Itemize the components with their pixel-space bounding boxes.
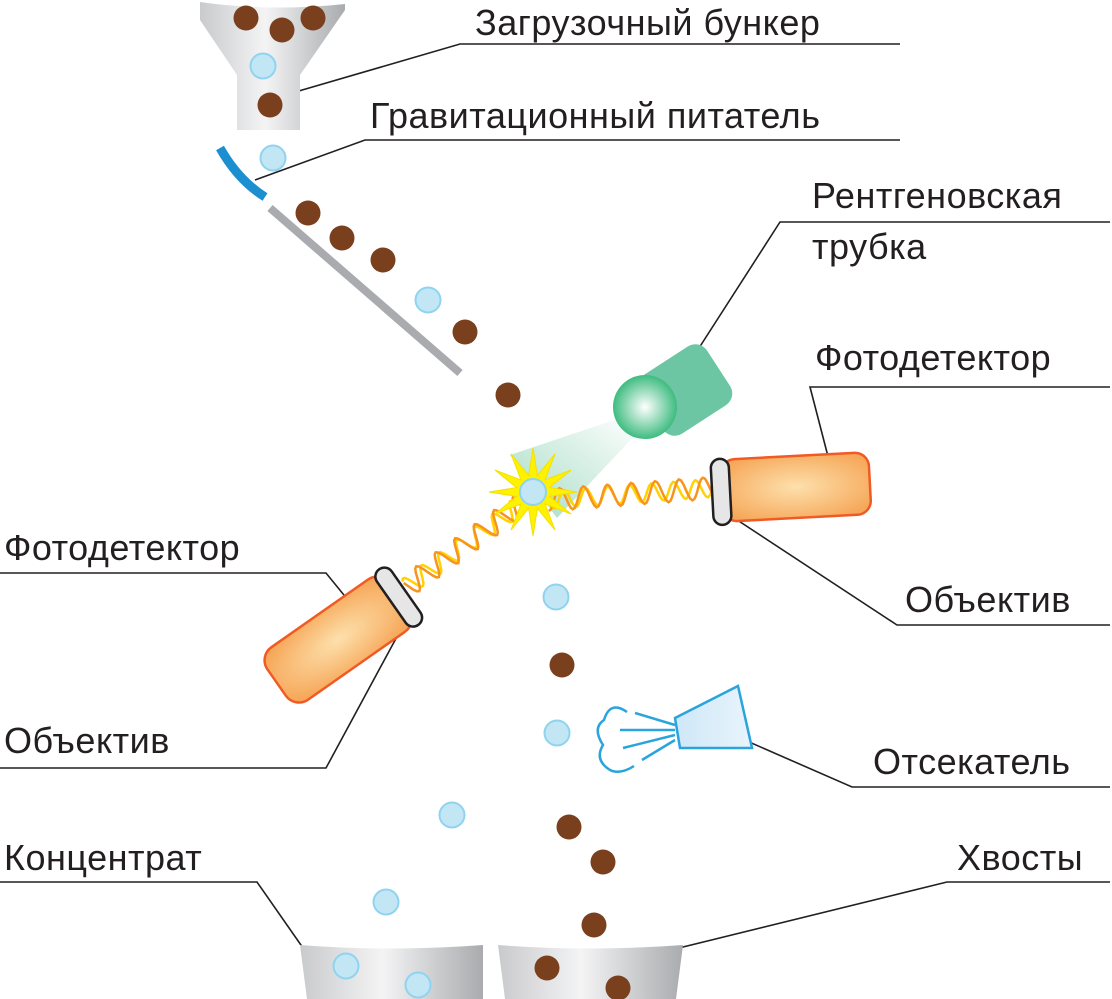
label-photodetector-right: Фотодетектор [815, 337, 1052, 378]
ore-particle [590, 849, 616, 875]
label-xray-tube-1: Рентгеновская [812, 175, 1063, 216]
label-hopper: Загрузочный бункер [475, 2, 821, 43]
mineral-particle [543, 719, 571, 747]
wave-line [402, 495, 519, 593]
ore-particle [495, 382, 521, 408]
gravity-feeder-arc [216, 145, 268, 201]
mineral-particle [404, 971, 432, 999]
ore-particle [257, 92, 283, 118]
label-ejector: Отсекатель [873, 741, 1071, 782]
photodetector-right [709, 451, 873, 527]
mineral-particle [414, 286, 442, 314]
label-feeder: Гравитационный питатель [370, 95, 821, 136]
mineral-particle [259, 144, 287, 172]
leader-tailings [629, 881, 1110, 961]
leader-ejector [739, 737, 1110, 788]
ejector-nozzle [596, 684, 754, 774]
tailings-bin [498, 945, 683, 999]
feeder-chute [267, 204, 463, 377]
leader-objective-left [0, 606, 414, 769]
ore-particle [556, 814, 582, 840]
fluorescence-waves [401, 476, 714, 593]
leader-lines [0, 43, 1110, 961]
ore-particle [534, 955, 560, 981]
ore-particle [581, 912, 607, 938]
label-tailings: Хвосты [957, 837, 1084, 878]
leader-xray-tube [689, 221, 1110, 363]
objective-lens-right [709, 457, 733, 527]
label-photodetector-left: Фотодетектор [4, 527, 241, 568]
leader-objective-right [721, 509, 1110, 626]
xray-tube [613, 344, 733, 439]
photodetector-left [263, 566, 424, 704]
ore-particle [549, 652, 575, 678]
ore-particle [233, 5, 259, 31]
ore-particle [295, 200, 321, 226]
mineral-particle [542, 583, 570, 611]
mineral-particle [372, 888, 400, 916]
ore-particle [605, 975, 631, 999]
wave-line [548, 476, 714, 512]
particles [233, 5, 631, 999]
leader-hopper [284, 43, 900, 96]
mineral-particle [249, 52, 277, 80]
ore-particle [269, 17, 295, 43]
objective-lens-left [374, 566, 424, 628]
ore-particle [300, 5, 326, 31]
label-xray-tube-2: трубка [812, 226, 927, 267]
concentrate-bin [300, 945, 483, 999]
leader-concentrate [0, 881, 311, 959]
label-objective-right: Объектив [905, 579, 1071, 620]
mineral-particle [438, 801, 466, 829]
ore-particle [329, 225, 355, 251]
label-objective-left: Объектив [4, 720, 170, 761]
excited-particle [519, 478, 547, 506]
ore-particle [452, 319, 478, 345]
label-concentrate: Концентрат [4, 837, 203, 878]
leader-feeder [254, 139, 900, 181]
mineral-particle [332, 952, 360, 980]
ore-particle [370, 247, 396, 273]
